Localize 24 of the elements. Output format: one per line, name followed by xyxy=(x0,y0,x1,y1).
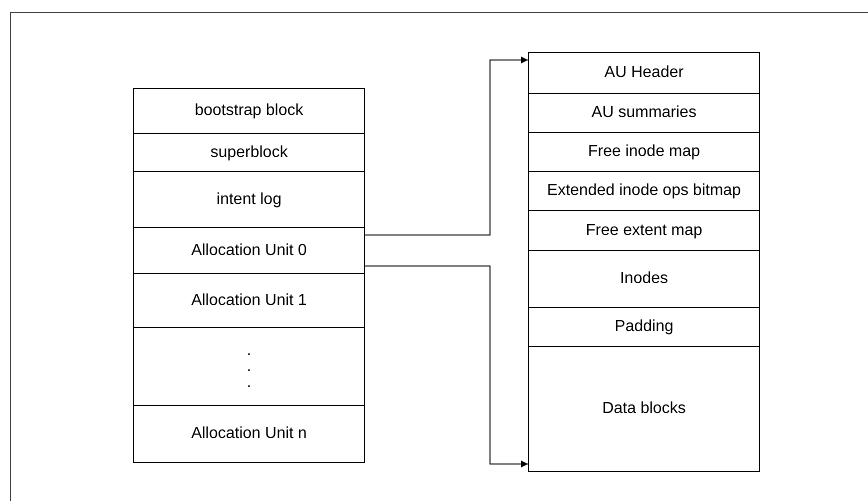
arrow xyxy=(364,56,528,236)
layout-row xyxy=(133,273,365,328)
layout-row xyxy=(133,133,365,172)
row-label: AU Header xyxy=(604,64,684,82)
row-label: Allocation Unit n xyxy=(191,425,307,443)
arrow xyxy=(364,266,528,468)
row-label: bootstrap block xyxy=(194,102,304,120)
row-label: Data blocks xyxy=(602,400,686,418)
row-label: Allocation Unit 0 xyxy=(191,242,307,260)
layout-row xyxy=(133,327,365,406)
row-label: AU summaries xyxy=(592,104,696,122)
row-label: Padding xyxy=(614,318,674,336)
row-label: Allocation Unit 1 xyxy=(191,292,307,310)
row-label: Extended inode ops bitmap xyxy=(547,182,741,200)
layout-row xyxy=(133,88,365,134)
row-label: Free extent map xyxy=(586,222,702,240)
row-label: superblock xyxy=(210,144,288,162)
layout-row xyxy=(133,405,365,463)
row-label: intent log xyxy=(216,190,282,208)
layout-row xyxy=(133,227,365,274)
row-label: . . . xyxy=(246,342,252,390)
row-label: Free inode map xyxy=(588,143,700,161)
layout-row xyxy=(133,171,365,228)
row-label: Inodes xyxy=(620,270,668,288)
